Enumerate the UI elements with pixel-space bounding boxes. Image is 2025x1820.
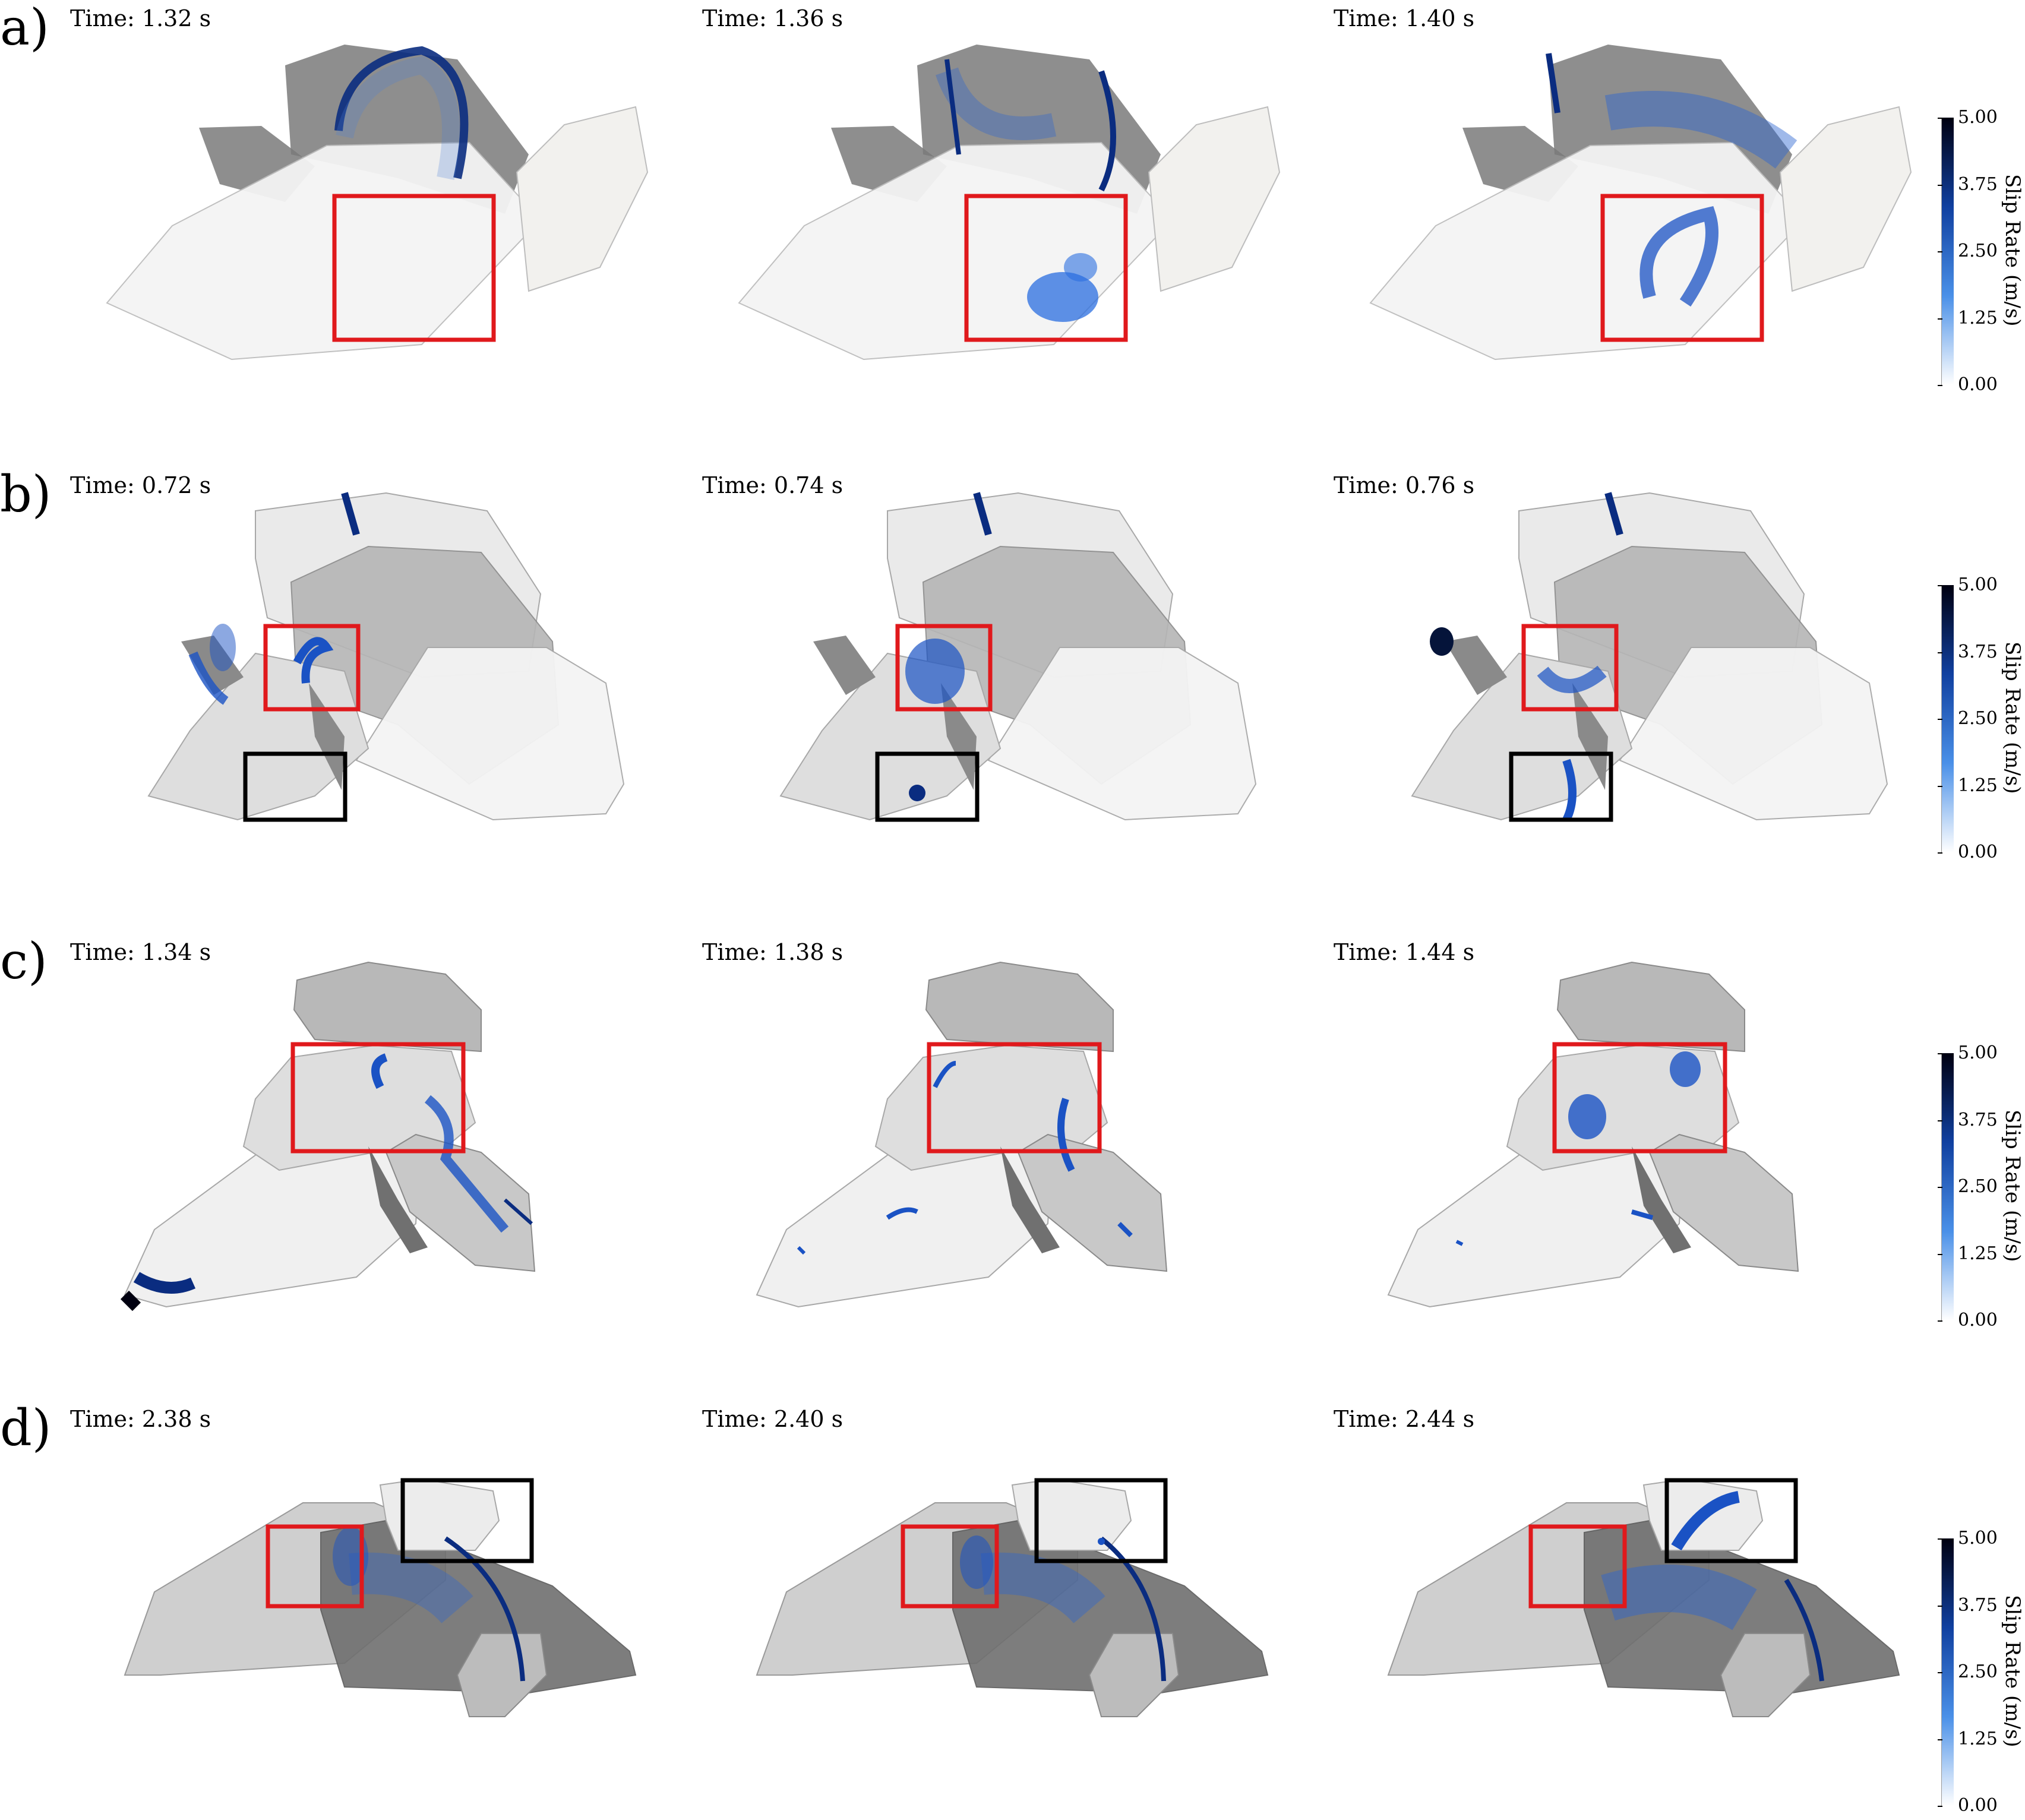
colorbar-tick-mark — [1938, 1053, 1942, 1054]
colorbar-tick-mark — [1938, 118, 1942, 119]
time-label-d-1: Time: 2.38 s — [70, 1406, 211, 1432]
colorbar-tick-label: 0.00 — [1958, 1795, 1998, 1816]
colorbar-tick-mark — [1938, 1672, 1942, 1673]
time-label-a-1: Time: 1.32 s — [70, 5, 211, 31]
fault-panel-a-1 — [106, 45, 649, 361]
colorbar-tick-label: 1.25 — [1958, 1243, 1998, 1264]
colorbar-tick-label: 5.00 — [1958, 107, 1998, 128]
colorbar-tick-mark — [1938, 652, 1942, 653]
row-label-b: b) — [0, 465, 52, 523]
fault-panel-d-1 — [124, 1478, 637, 1717]
colorbar-tick-mark — [1938, 1806, 1942, 1807]
colorbar-tick-mark — [1938, 1253, 1942, 1255]
colorbar-tick-label: 2.50 — [1958, 708, 1998, 729]
row-label-d: d) — [0, 1399, 52, 1457]
time-label-d-3: Time: 2.44 s — [1334, 1406, 1475, 1432]
colorbar-tick-label: 1.25 — [1958, 775, 1998, 796]
fault-panel-b-2 — [779, 492, 1257, 822]
colorbar-tick-label: 2.50 — [1958, 241, 1998, 261]
colorbar-tick-label: 3.75 — [1958, 641, 1998, 662]
fault-panel-a-3 — [1369, 45, 1912, 361]
colorbar-tick-mark — [1938, 785, 1942, 787]
colorbar-tick-label: 2.50 — [1958, 1661, 1998, 1682]
time-label-c-2: Time: 1.38 s — [702, 939, 844, 965]
colorbar-tick-mark — [1938, 1739, 1942, 1740]
colorbar-title: Slip Rate (m/s) — [2001, 1595, 2024, 1748]
colorbar-tick-label: 0.00 — [1958, 842, 1998, 862]
time-label-c-1: Time: 1.34 s — [70, 939, 211, 965]
row-label-a: a) — [0, 0, 49, 56]
colorbar-tick-label: 5.00 — [1958, 1042, 1998, 1063]
colorbar-tick-label: 3.75 — [1958, 1594, 1998, 1616]
colorbar-title: Slip Rate (m/s) — [2001, 642, 2024, 794]
colorbar-tick-mark — [1938, 1320, 1942, 1322]
fault-panel-d-2 — [756, 1478, 1269, 1717]
fault-panel-c-3 — [1387, 961, 1799, 1308]
time-label-b-2: Time: 0.74 s — [702, 472, 844, 498]
colorbar-3 — [1941, 1538, 1954, 1806]
colorbar-tick-mark — [1938, 1187, 1942, 1188]
colorbar-0 — [1941, 118, 1954, 385]
time-label-c-3: Time: 1.44 s — [1334, 939, 1475, 965]
fault-panel-c-1 — [120, 961, 536, 1312]
colorbar-tick-mark — [1938, 251, 1942, 252]
fault-panel-d-3 — [1387, 1478, 1900, 1717]
colorbar-tick-label: 5.00 — [1958, 1528, 1998, 1549]
time-label-d-2: Time: 2.40 s — [702, 1406, 844, 1432]
colorbar-tick-label: 3.75 — [1958, 1109, 1998, 1130]
colorbar-tick-mark — [1938, 1120, 1942, 1121]
colorbar-tick-label: 3.75 — [1958, 173, 1998, 195]
colorbar-tick-label: 0.00 — [1958, 374, 1998, 395]
colorbar-tick-label: 0.00 — [1958, 1310, 1998, 1331]
fault-panel-b-1 — [147, 492, 625, 822]
fault-panel-c-2 — [756, 961, 1168, 1308]
colorbar-tick-mark — [1938, 719, 1942, 720]
colorbar-tick-mark — [1938, 184, 1942, 186]
fault-panel-b-3 — [1411, 492, 1888, 822]
colorbar-tick-label: 2.50 — [1958, 1176, 1998, 1197]
colorbar-tick-mark — [1938, 852, 1942, 854]
time-label-b-1: Time: 0.72 s — [70, 472, 211, 498]
time-label-b-3: Time: 0.76 s — [1334, 472, 1475, 498]
colorbar-tick-mark — [1938, 318, 1942, 320]
row-label-c: c) — [0, 932, 48, 990]
time-label-a-3: Time: 1.40 s — [1334, 5, 1475, 31]
time-label-a-2: Time: 1.36 s — [702, 5, 844, 31]
colorbar-tick-mark — [1938, 385, 1942, 386]
colorbar-tick-label: 5.00 — [1958, 574, 1998, 595]
colorbar-tick-label: 1.25 — [1958, 1728, 1998, 1749]
colorbar-tick-mark — [1938, 1538, 1942, 1540]
colorbar-2 — [1941, 1053, 1954, 1320]
colorbar-tick-label: 1.25 — [1958, 307, 1998, 328]
colorbar-title: Slip Rate (m/s) — [2001, 1110, 2024, 1262]
colorbar-1 — [1941, 585, 1954, 852]
colorbar-tick-mark — [1938, 585, 1942, 586]
fault-panel-a-2 — [738, 45, 1281, 361]
colorbar-tick-mark — [1938, 1605, 1942, 1607]
colorbar-title: Slip Rate (m/s) — [2001, 174, 2024, 327]
